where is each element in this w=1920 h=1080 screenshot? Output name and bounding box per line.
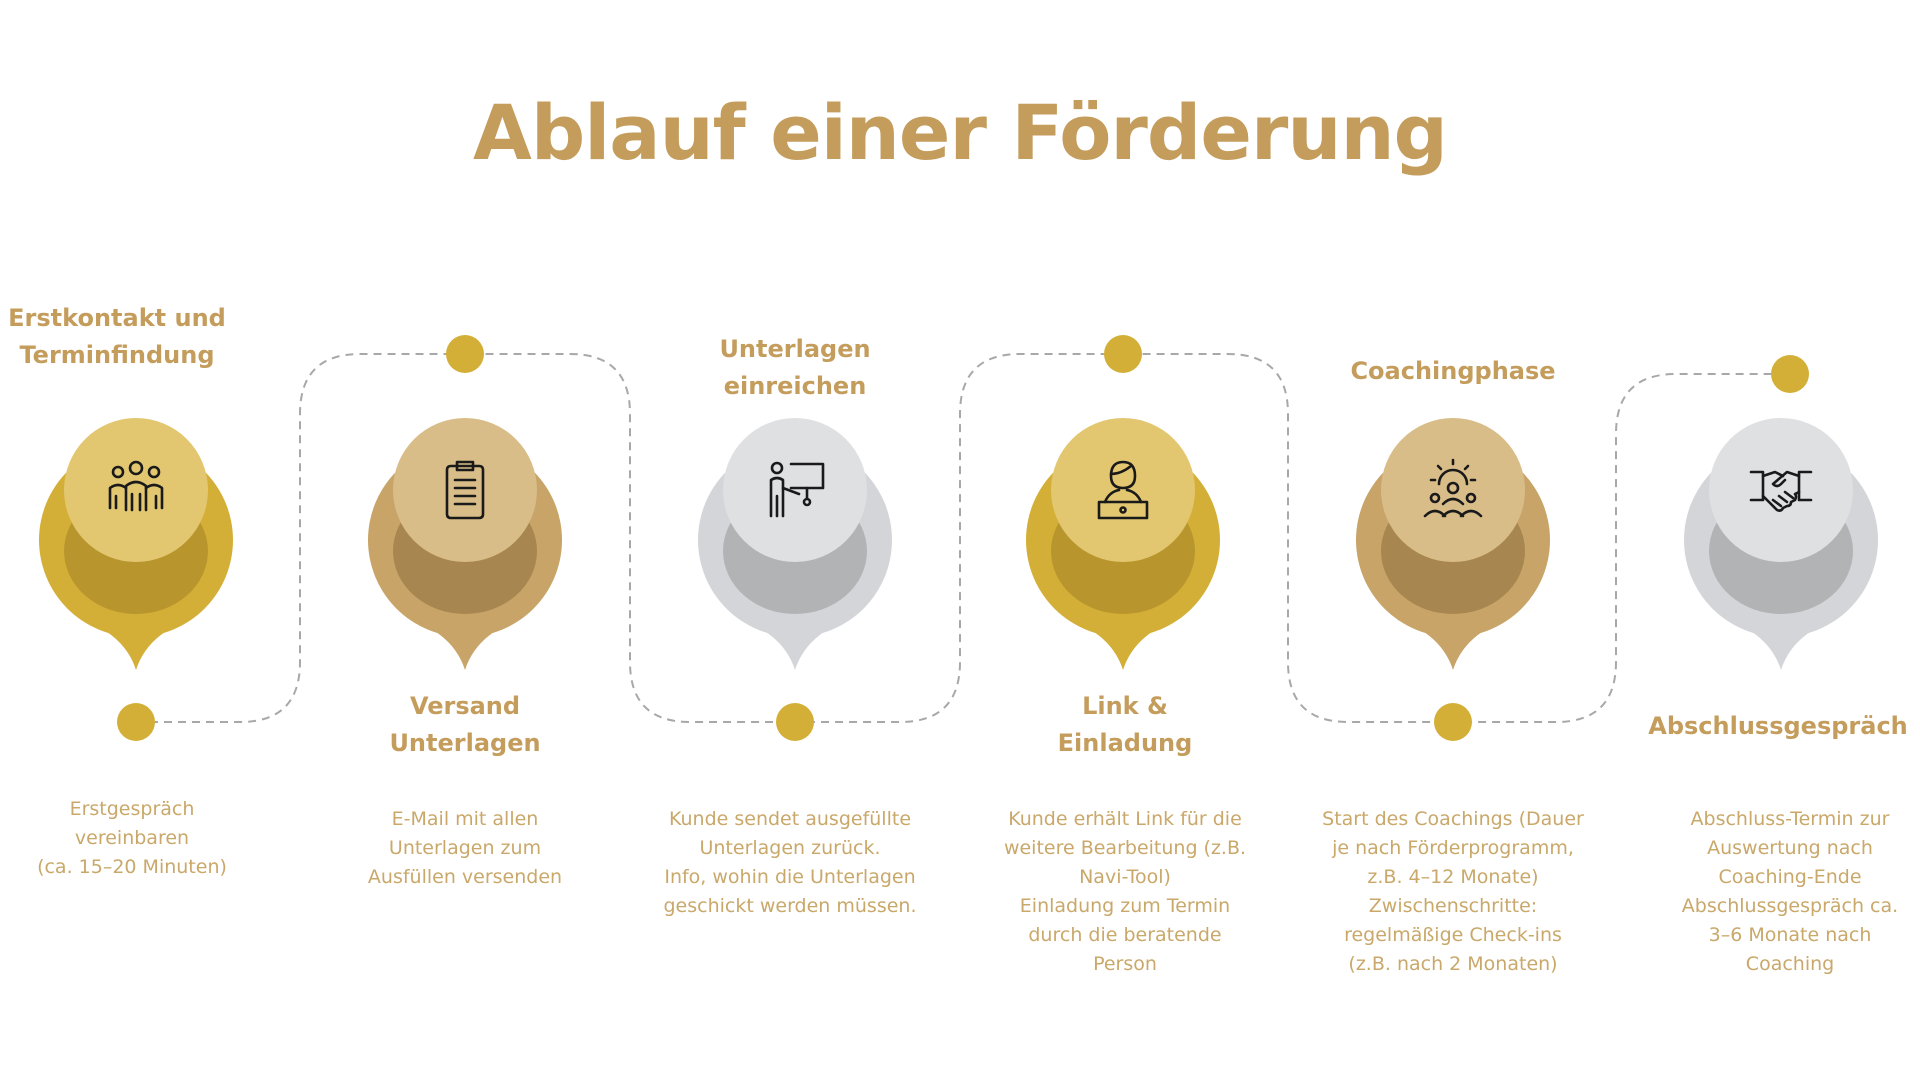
step-markers <box>39 418 1878 670</box>
path-dot-1 <box>117 703 155 741</box>
step-5-title: Coachingphase <box>1350 357 1556 385</box>
pin-inner-circle <box>1051 418 1195 562</box>
pin-tail <box>433 630 497 670</box>
step-2-marker <box>368 418 562 670</box>
pin-tail <box>1421 630 1485 670</box>
step-6-description: Abschluss-Termin zur Auswertung nach Coa… <box>1681 808 1899 975</box>
path-dot-2 <box>446 335 484 373</box>
pin-inner-circle <box>393 418 537 562</box>
pin-inner-circle <box>1381 418 1525 562</box>
path-dot-3 <box>776 703 814 741</box>
pin-tail <box>104 630 168 670</box>
step-6-marker <box>1684 418 1878 670</box>
step-1-title: Erstkontakt und Terminfindung <box>8 304 226 369</box>
connector-path <box>136 353 1790 723</box>
handshake-icon <box>1749 470 1813 512</box>
step-2-title: Versand Unterlagen <box>389 692 541 757</box>
step-3-title: Unterlagen einreichen <box>719 335 871 400</box>
connector-line <box>136 353 1790 723</box>
path-dot-4 <box>1104 335 1142 373</box>
pin-tail <box>1091 630 1155 670</box>
pin-inner-circle <box>723 418 867 562</box>
step-2-description: E-Mail mit allen Unterlagen zum Ausfülle… <box>367 808 563 888</box>
path-dot-5 <box>1434 703 1472 741</box>
step-4-description: Kunde erhält Link für die weitere Bearbe… <box>1003 808 1247 975</box>
step-4-marker <box>1026 418 1220 670</box>
pin-tail <box>763 630 827 670</box>
presentation-icon <box>769 461 825 518</box>
step-5-description: Start des Coachings (Dauer je nach Förde… <box>1322 808 1584 975</box>
step-3-marker <box>698 418 892 670</box>
clipboard-icon <box>445 460 485 520</box>
team-icon <box>108 460 164 512</box>
step-1-description: Erstgespräch vereinbaren (ca. 15–20 Minu… <box>37 798 227 878</box>
step-4-title: Link & Einladung <box>1057 692 1193 757</box>
page-title: Ablauf einer Förderung <box>473 88 1448 177</box>
step-3-description: Kunde sendet ausgefüllte Unterlagen zurü… <box>663 808 917 917</box>
step-1-marker <box>39 418 233 670</box>
path-dots <box>117 335 1809 741</box>
step-6-title: Abschlussgespräch <box>1648 712 1908 740</box>
pin-inner-circle <box>1709 418 1853 562</box>
step-5-marker <box>1356 418 1550 670</box>
pin-inner-circle <box>64 418 208 562</box>
laptop-user-icon <box>1097 460 1149 520</box>
gear-team-icon <box>1423 458 1483 518</box>
path-dot-6 <box>1771 355 1809 393</box>
pin-tail <box>1749 630 1813 670</box>
